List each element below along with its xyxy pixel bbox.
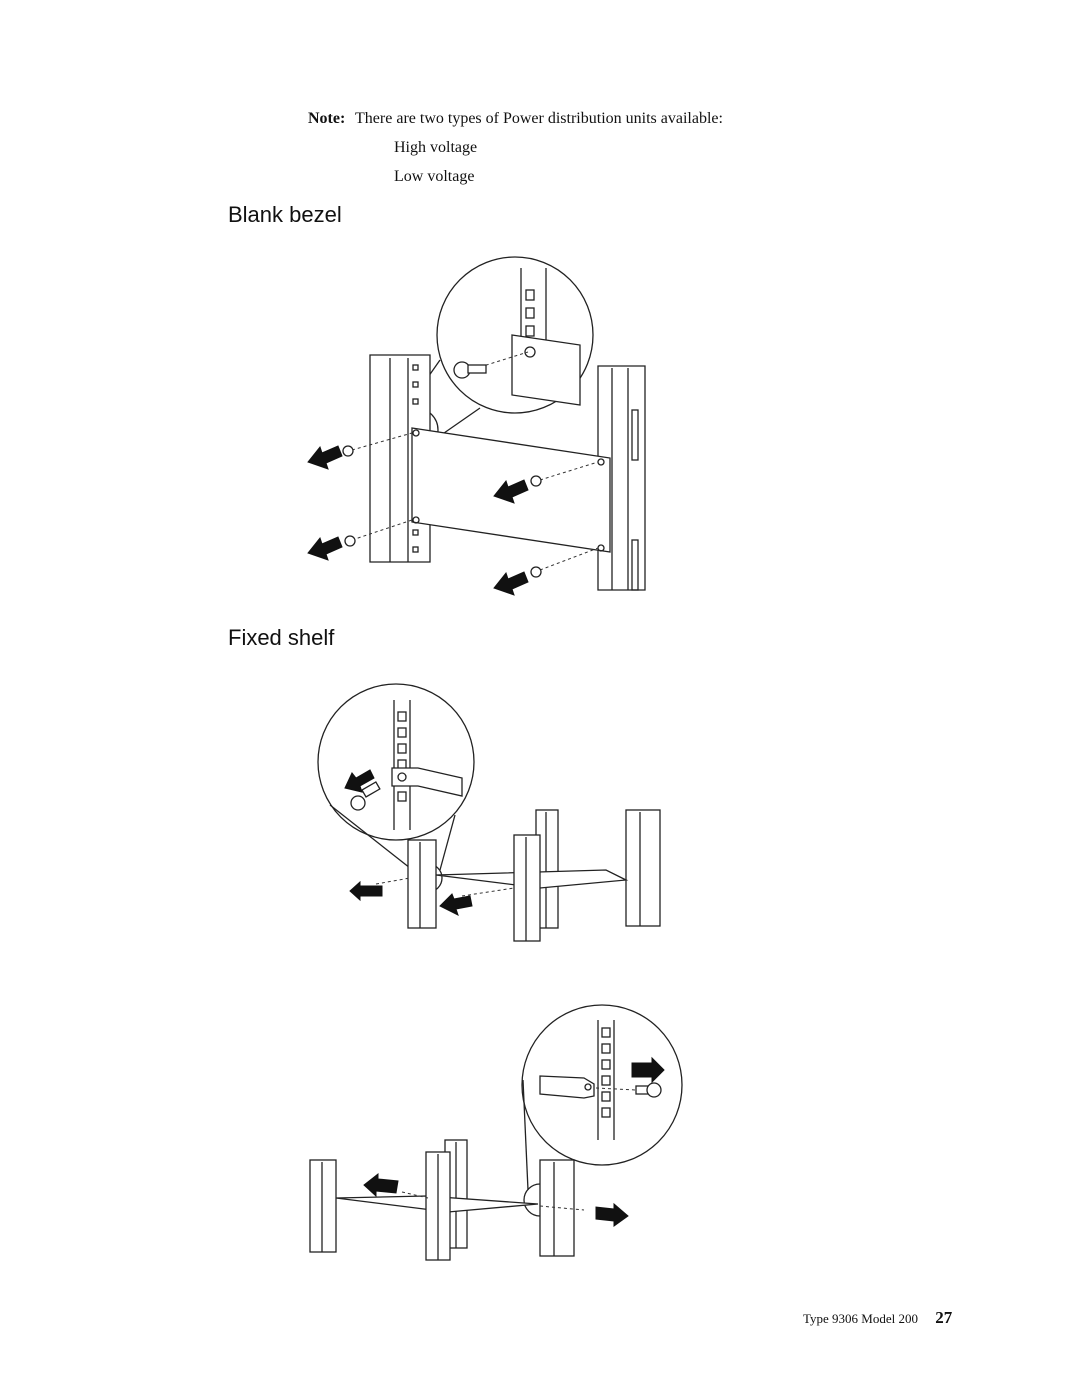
- arrow-icon: [363, 1172, 399, 1198]
- screw-icon: [344, 535, 356, 547]
- screw-icon: [530, 566, 542, 578]
- arrow-icon: [493, 571, 529, 596]
- screw-icon: [453, 361, 487, 379]
- arrow-icon: [307, 536, 343, 561]
- rack-rail-icon: [407, 839, 437, 929]
- rack-rail-icon: [513, 834, 541, 942]
- note-text: There are two types of Power distributio…: [355, 110, 723, 127]
- screw-icon: [342, 445, 354, 457]
- arrow-icon: [595, 1202, 629, 1227]
- note-item-high-voltage: High voltage: [394, 139, 478, 156]
- arrow-icon: [344, 769, 375, 793]
- note-block: Note: There are two types of Power distr…: [308, 104, 723, 191]
- magnifier-callout-icon: [393, 256, 594, 453]
- blank-bezel-illustration: [307, 256, 646, 596]
- arrow-icon: [493, 479, 529, 504]
- rack-rail-icon: [539, 1159, 575, 1257]
- note-label: Note:: [308, 110, 346, 127]
- page-number: 27: [935, 1308, 953, 1327]
- screw-icon: [530, 475, 542, 487]
- magnifier-callout-icon: [317, 683, 475, 893]
- arrow-icon: [349, 880, 383, 902]
- fixed-shelf-install-illustration: [317, 683, 661, 942]
- magnifier-callout-icon: [521, 1004, 683, 1217]
- section-heading-blank-bezel: Blank bezel: [228, 202, 342, 227]
- arrow-icon: [307, 445, 343, 470]
- section-heading-fixed-shelf: Fixed shelf: [228, 625, 335, 650]
- fixed-shelf-remove-illustration: [309, 1004, 683, 1261]
- rack-rail-icon: [425, 1151, 451, 1261]
- screw-icon: [635, 1082, 662, 1098]
- rack-rail-icon: [625, 809, 661, 927]
- arrow-icon: [439, 893, 473, 916]
- page-footer: Type 9306 Model 200 27: [803, 1308, 952, 1328]
- running-title: Type 9306 Model 200: [803, 1311, 918, 1326]
- arrow-icon: [631, 1056, 665, 1084]
- rack-rail-icon: [309, 1159, 337, 1253]
- screw-icon: [350, 781, 381, 811]
- note-item-low-voltage: Low voltage: [394, 168, 475, 185]
